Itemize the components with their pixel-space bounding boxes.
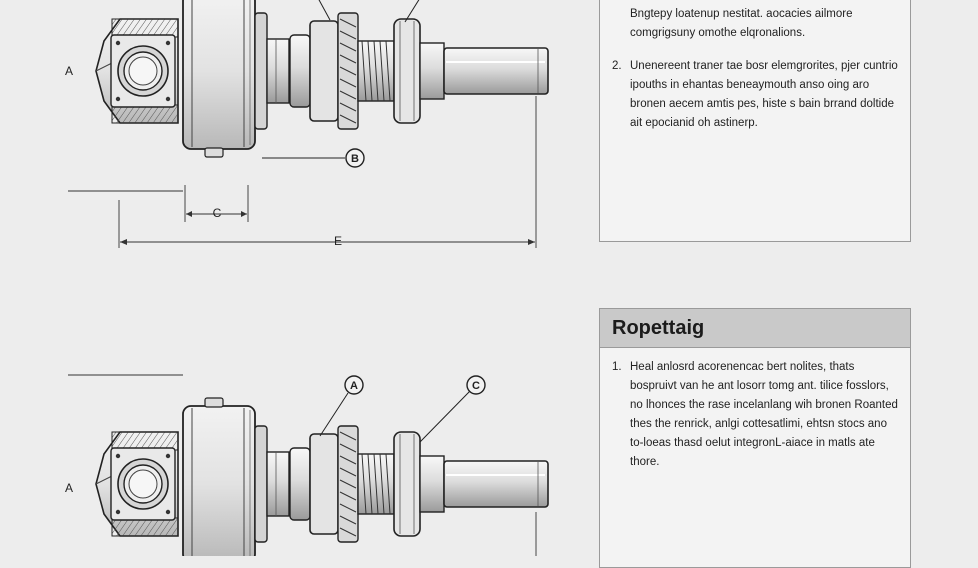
note-item: 2. Unenereent traner tae bosr elemgrorit… xyxy=(612,57,898,133)
technical-drawing: B C E A A C A xyxy=(65,0,549,556)
note-item: Bngtepy loatenup nestitat. aocacies ailm… xyxy=(612,5,898,43)
note-number xyxy=(612,5,630,43)
panel-title: Ropettaig xyxy=(600,309,910,348)
note-text: Heal anlosrd acorenencac bert nolites, t… xyxy=(630,361,898,468)
note-text: Bngtepy loatenup nestitat. aocacies ailm… xyxy=(630,8,853,39)
top-assembly: B C E A xyxy=(65,0,549,248)
dimension-c-label: C xyxy=(213,206,222,220)
note-number: 2. xyxy=(612,60,622,72)
callout-c-label: C xyxy=(472,380,480,392)
callout-b-label: B xyxy=(351,153,359,165)
note-item: 1. Heal anlosrd acorenencac bert nolites… xyxy=(612,358,898,472)
note-text: Unenereent traner tae bosr elemgrorites,… xyxy=(630,60,898,129)
side-a-label-top: A xyxy=(65,64,73,78)
notes-panel-bottom: Ropettaig 1. Heal anlosrd acorenencac be… xyxy=(599,308,911,568)
dimension-e-label: E xyxy=(334,234,342,248)
notes-list-top: Bngtepy loatenup nestitat. aocacies ailm… xyxy=(600,0,910,133)
notes-panel-top: Bngtepy loatenup nestitat. aocacies ailm… xyxy=(599,0,911,242)
note-number: 1. xyxy=(612,361,622,373)
bottom-assembly: A C A xyxy=(65,374,549,556)
notes-list-bottom: 1. Heal anlosrd acorenencac bert nolites… xyxy=(600,348,910,472)
callout-a-label: A xyxy=(350,380,358,392)
side-a-label-bottom: A xyxy=(65,481,73,495)
